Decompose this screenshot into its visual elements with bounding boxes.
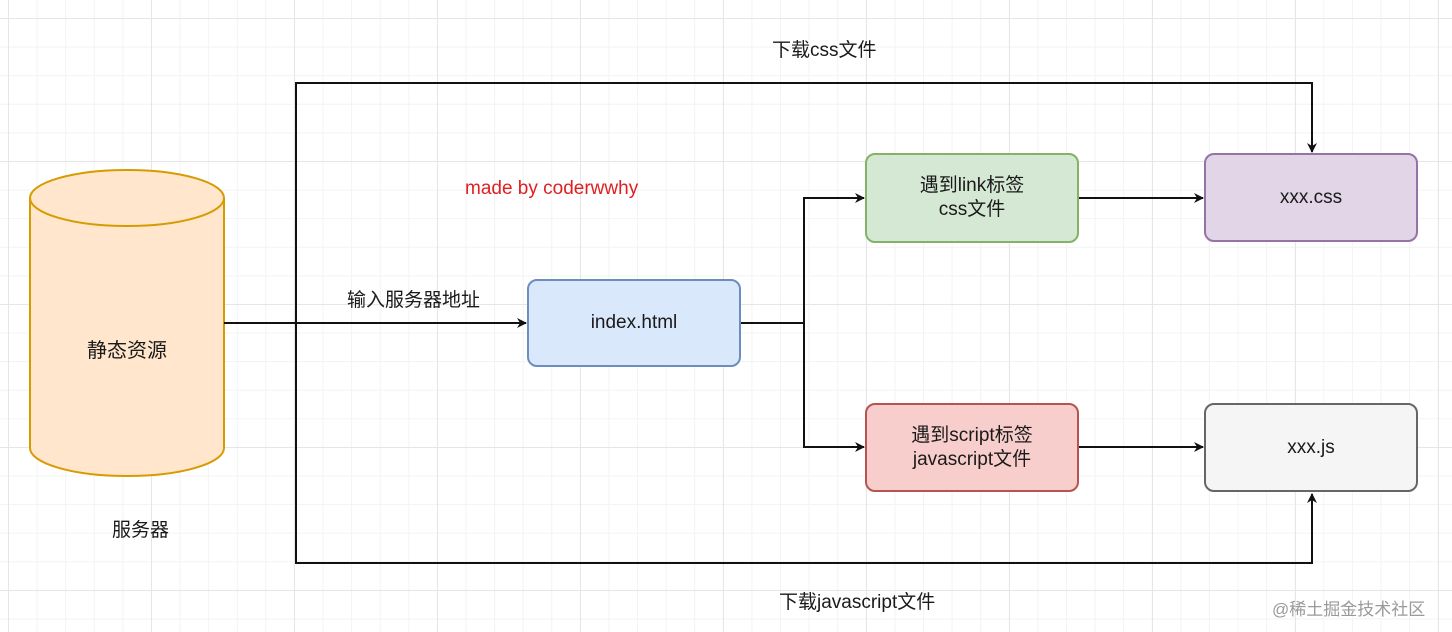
script-tag-line1: 遇到script标签 bbox=[911, 424, 1033, 446]
css-file-text: xxx.css bbox=[1279, 186, 1343, 208]
corner-watermark: @稀土掘金技术社区 bbox=[1272, 600, 1426, 619]
edge-download-js bbox=[295, 323, 1317, 564]
css-file-node: xxx.css bbox=[1204, 153, 1418, 242]
bottom-edge-label: 下载javascript文件 bbox=[779, 592, 936, 613]
link-tag-node: 遇到link标签 css文件 bbox=[865, 153, 1079, 243]
script-tag-line2: javascript文件 bbox=[912, 448, 1032, 470]
js-file-text: xxx.js bbox=[1287, 436, 1335, 458]
link-tag-line2: css文件 bbox=[938, 199, 1006, 220]
edge-download-css bbox=[295, 82, 1317, 323]
link-tag-line1: 遇到link标签 bbox=[919, 175, 1025, 196]
watermark-red: made by coderwwhy bbox=[465, 178, 639, 199]
cylinder-label: 静态资源 bbox=[87, 340, 167, 362]
edge-to-script bbox=[803, 323, 865, 452]
script-tag-node: 遇到script标签 javascript文件 bbox=[865, 403, 1079, 492]
server-label: 服务器 bbox=[112, 520, 170, 541]
database-cylinder bbox=[29, 169, 225, 477]
index-html-text: index.html bbox=[590, 312, 678, 333]
index-html-node: index.html bbox=[527, 279, 741, 367]
js-file-node: xxx.js bbox=[1204, 403, 1418, 492]
input-edge-label: 输入服务器地址 bbox=[347, 290, 481, 311]
edge-to-link bbox=[803, 193, 865, 323]
top-edge-label: 下载css文件 bbox=[772, 40, 877, 61]
